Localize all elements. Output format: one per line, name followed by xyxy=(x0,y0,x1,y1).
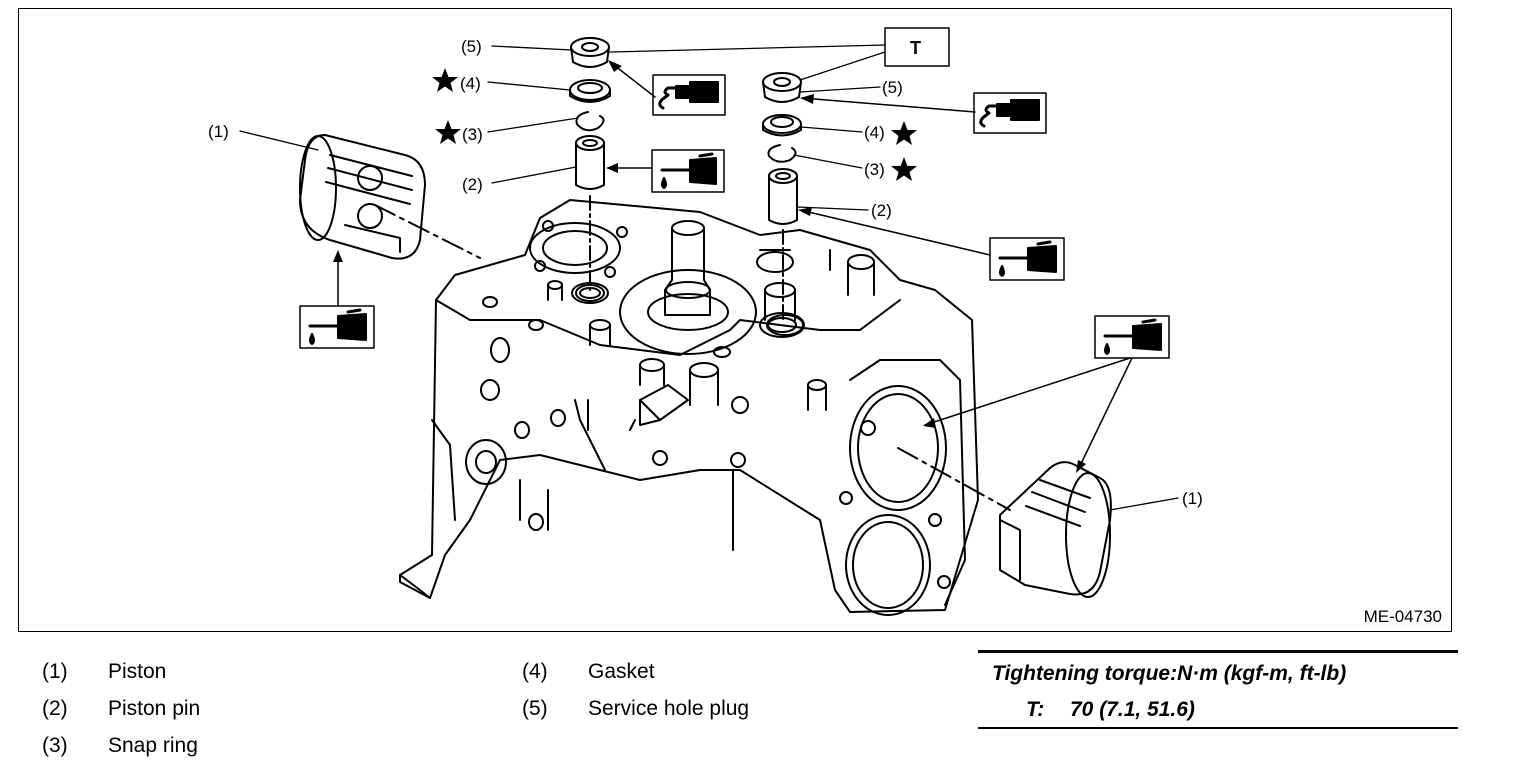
star-icon xyxy=(432,68,458,92)
callout-3-left: (3) xyxy=(462,125,483,144)
callout-5-left: (5) xyxy=(461,37,482,56)
legend-num-1: (1) xyxy=(42,660,68,683)
legend-num-2: (2) xyxy=(42,697,68,720)
legend-label-4: Gasket xyxy=(588,660,655,683)
right-pin-stack xyxy=(762,72,802,321)
diagram-frame xyxy=(18,8,1452,632)
sealant-tube-icon xyxy=(652,74,726,116)
legend-num-5: (5) xyxy=(522,697,548,720)
legend-label-5: Service hole plug xyxy=(588,697,750,720)
exploded-engine-diagram: (5) (4) (3) (2) (1) (5) (4) (3) (2) (1) … xyxy=(208,27,1203,616)
callout-3-right: (3) xyxy=(864,160,885,179)
arrow-heads xyxy=(333,60,1086,473)
piston-left-axis xyxy=(374,204,481,259)
torque-rule-top xyxy=(978,650,1458,653)
left-pin-stack xyxy=(569,37,611,291)
leader-lines xyxy=(239,44,1179,511)
torque-label: T: xyxy=(1026,698,1045,721)
torque-title: Tightening torque:N·m (kgf-m, ft-lb) xyxy=(992,662,1347,685)
callout-4-right: (4) xyxy=(864,123,885,142)
piston-right xyxy=(999,461,1112,598)
figure-id: ME-04730 xyxy=(1363,607,1442,626)
oil-can-icon xyxy=(651,149,725,193)
engine-block xyxy=(399,199,979,616)
sealant-tube-icon xyxy=(973,92,1047,134)
legend-num-3: (3) xyxy=(42,734,68,757)
callout-1-right: (1) xyxy=(1182,489,1203,508)
legend-label-3: Snap ring xyxy=(108,734,198,757)
oil-can-icon xyxy=(989,237,1065,281)
callout-2-left: (2) xyxy=(462,175,483,194)
legend-label-2: Piston pin xyxy=(108,697,201,720)
torque-rule-bottom xyxy=(978,727,1458,729)
callout-2-right: (2) xyxy=(871,201,892,220)
callout-4-left: (4) xyxy=(460,74,481,93)
legend-num-4: (4) xyxy=(522,660,548,683)
torque-spec: Tightening torque:N·m (kgf-m, ft-lb) T: … xyxy=(978,650,1458,730)
star-icon xyxy=(891,121,917,145)
star-icon xyxy=(435,120,461,144)
pointer-arrows xyxy=(337,61,1133,471)
oil-can-icon xyxy=(1094,315,1170,359)
callout-1-left: (1) xyxy=(208,122,229,141)
torque-tag-box xyxy=(884,27,950,67)
torque-value: 70 (7.1, 51.6) xyxy=(1070,698,1195,721)
oil-can-icon xyxy=(299,305,375,349)
torque-tag-label: T xyxy=(910,38,921,58)
legend-label-1: Piston xyxy=(108,660,167,683)
star-icon xyxy=(891,157,917,181)
callout-5-right: (5) xyxy=(882,78,903,97)
piston-left xyxy=(299,134,426,260)
piston-right-axis xyxy=(897,447,1011,511)
